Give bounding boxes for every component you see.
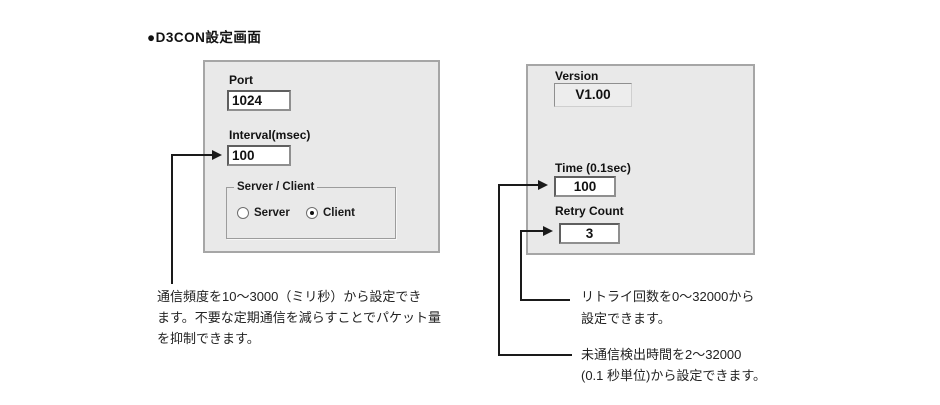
d3con-settings-panel-left: Port Interval(msec) Server / Client Serv…	[203, 60, 440, 253]
radio-checked-icon	[306, 207, 318, 219]
server-client-groupbox: Server / Client Server Client	[226, 181, 396, 239]
radio-client-label: Client	[323, 207, 355, 219]
note-line: リトライ回数を0～32000から	[581, 289, 755, 304]
interval-input[interactable]	[227, 145, 291, 166]
retry-count-label: Retry Count	[555, 204, 624, 218]
note-line: ます。不要な定期通信を減らすことでパケット量	[157, 310, 442, 325]
note-line: 未通信検出時間を2～32000	[581, 347, 742, 362]
radio-client[interactable]: Client	[306, 207, 355, 219]
port-label: Port	[229, 73, 253, 87]
d3con-settings-panel-right: Version V1.00 Time (0.1sec) Retry Count	[526, 64, 755, 255]
interval-label: Interval(msec)	[229, 128, 311, 142]
interval-note: 通信頻度を10～3000（ミリ秒）から設定でき ます。不要な定期通信を減らすこと…	[157, 286, 441, 349]
time-input[interactable]	[554, 176, 616, 197]
version-field: V1.00	[554, 83, 632, 107]
radio-server[interactable]: Server	[237, 207, 290, 219]
port-input[interactable]	[227, 90, 291, 111]
note-line: を抑制できます。	[157, 331, 260, 346]
radio-unchecked-icon	[237, 207, 249, 219]
retry-count-note: リトライ回数を0～32000から 設定できます。	[581, 286, 754, 330]
note-line: 通信頻度を10～3000（ミリ秒）から設定でき	[157, 289, 422, 304]
server-client-group-label: Server / Client	[234, 181, 318, 193]
version-label: Version	[555, 69, 599, 83]
retry-count-input[interactable]	[559, 223, 620, 244]
figure-title: ●D3CON設定画面	[147, 30, 262, 45]
time-note: 未通信検出時間を2～32000 (0.1 秒単位)から設定できます。	[581, 344, 766, 386]
time-label: Time (0.1sec)	[555, 161, 631, 175]
note-line: 設定できます。	[581, 311, 671, 326]
note-line: (0.1 秒単位)から設定できます。	[581, 368, 767, 383]
radio-server-label: Server	[254, 207, 290, 219]
